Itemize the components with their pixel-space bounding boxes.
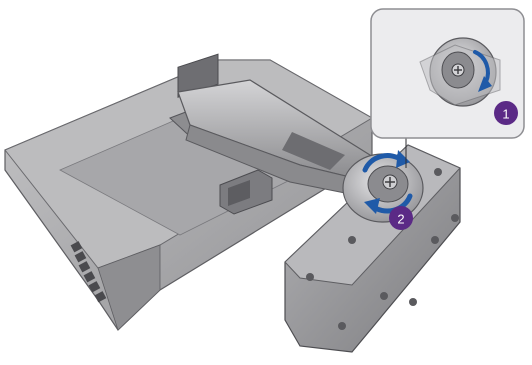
step-1-number: 1 — [502, 107, 509, 122]
inset-screw-icon — [452, 64, 464, 76]
step-1-badge: 1 — [494, 101, 518, 125]
step-2-number: 2 — [397, 212, 404, 227]
step-2-badge: 2 — [389, 206, 413, 230]
screw-icon — [383, 175, 397, 189]
